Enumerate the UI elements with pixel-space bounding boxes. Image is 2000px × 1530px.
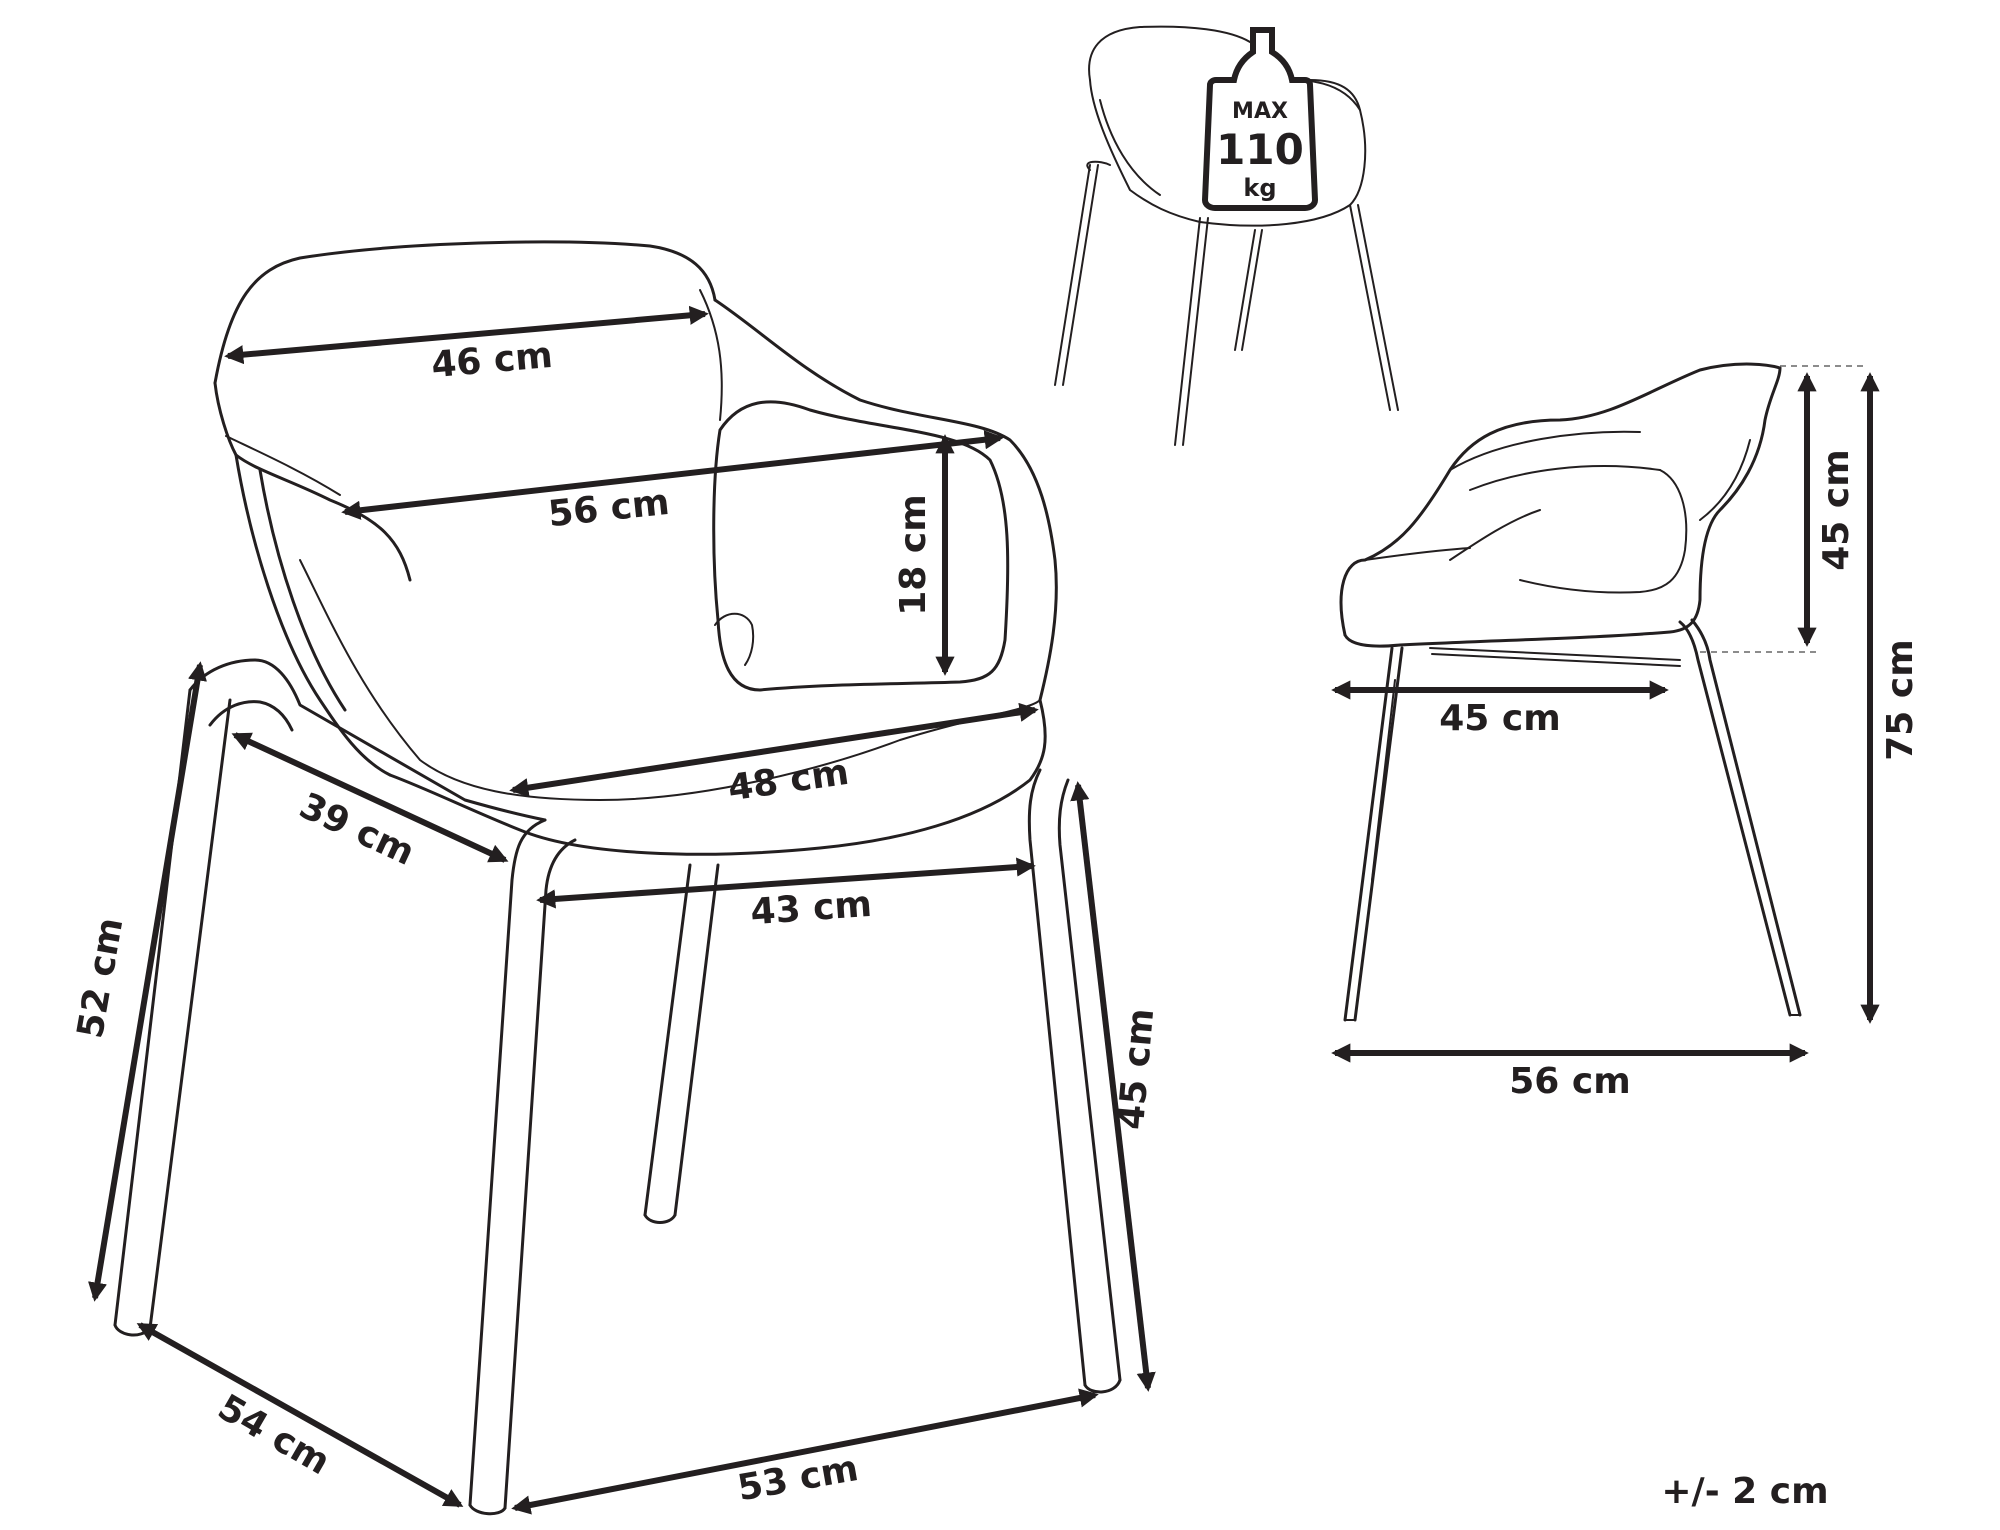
tolerance-note: +/- 2 cm xyxy=(1661,1471,1828,1512)
base-depth-arrow xyxy=(136,1322,464,1508)
side-overall-depth-label: 56 cm xyxy=(1509,1061,1630,1102)
leg-span-front-arrow xyxy=(536,857,1036,909)
arm-width-arrow xyxy=(341,430,1004,520)
base-width-arrow xyxy=(511,1388,1099,1515)
seat-height-front-arrow xyxy=(1070,781,1156,1392)
weight-badge-value: 110 xyxy=(1216,125,1304,174)
main-chair-drawing xyxy=(113,240,1122,1516)
side-view-chair-drawing xyxy=(1339,362,1865,1022)
weight-badge-max: MAX xyxy=(1232,99,1288,124)
back-width-label: 46 cm xyxy=(430,335,555,386)
leg-span-front-label: 43 cm xyxy=(749,884,873,933)
seat-depth-label: 39 cm xyxy=(293,785,420,874)
overall-back-height-arrow xyxy=(88,661,207,1302)
main-chair-dimensions: 46 cm 56 cm 18 cm 48 cm 39 cm 43 cm 52 c… xyxy=(70,305,1162,1515)
side-seat-height-label: 45 cm xyxy=(1816,449,1857,570)
arm-height-label: 18 cm xyxy=(893,494,934,615)
weight-icon: MAX 110 kg xyxy=(1201,27,1319,211)
seat-depth-arrow xyxy=(231,732,509,863)
seat-front-width-arrow xyxy=(509,702,1039,798)
seat-front-width-label: 48 cm xyxy=(725,752,851,810)
overall-back-height-label: 52 cm xyxy=(70,915,131,1042)
side-view-dimensions: 45 cm 56 cm 45 cm 75 cm xyxy=(1331,372,1921,1102)
weight-badge-unit: kg xyxy=(1243,174,1276,202)
back-width-arrow xyxy=(224,305,709,365)
side-seat-depth-label: 45 cm xyxy=(1439,698,1560,739)
side-total-height-label: 75 cm xyxy=(1880,639,1921,760)
weight-limit-chair-drawing xyxy=(1054,25,1399,446)
seat-height-front-label: 45 cm xyxy=(1111,1007,1162,1132)
base-width-label: 53 cm xyxy=(735,1448,862,1509)
